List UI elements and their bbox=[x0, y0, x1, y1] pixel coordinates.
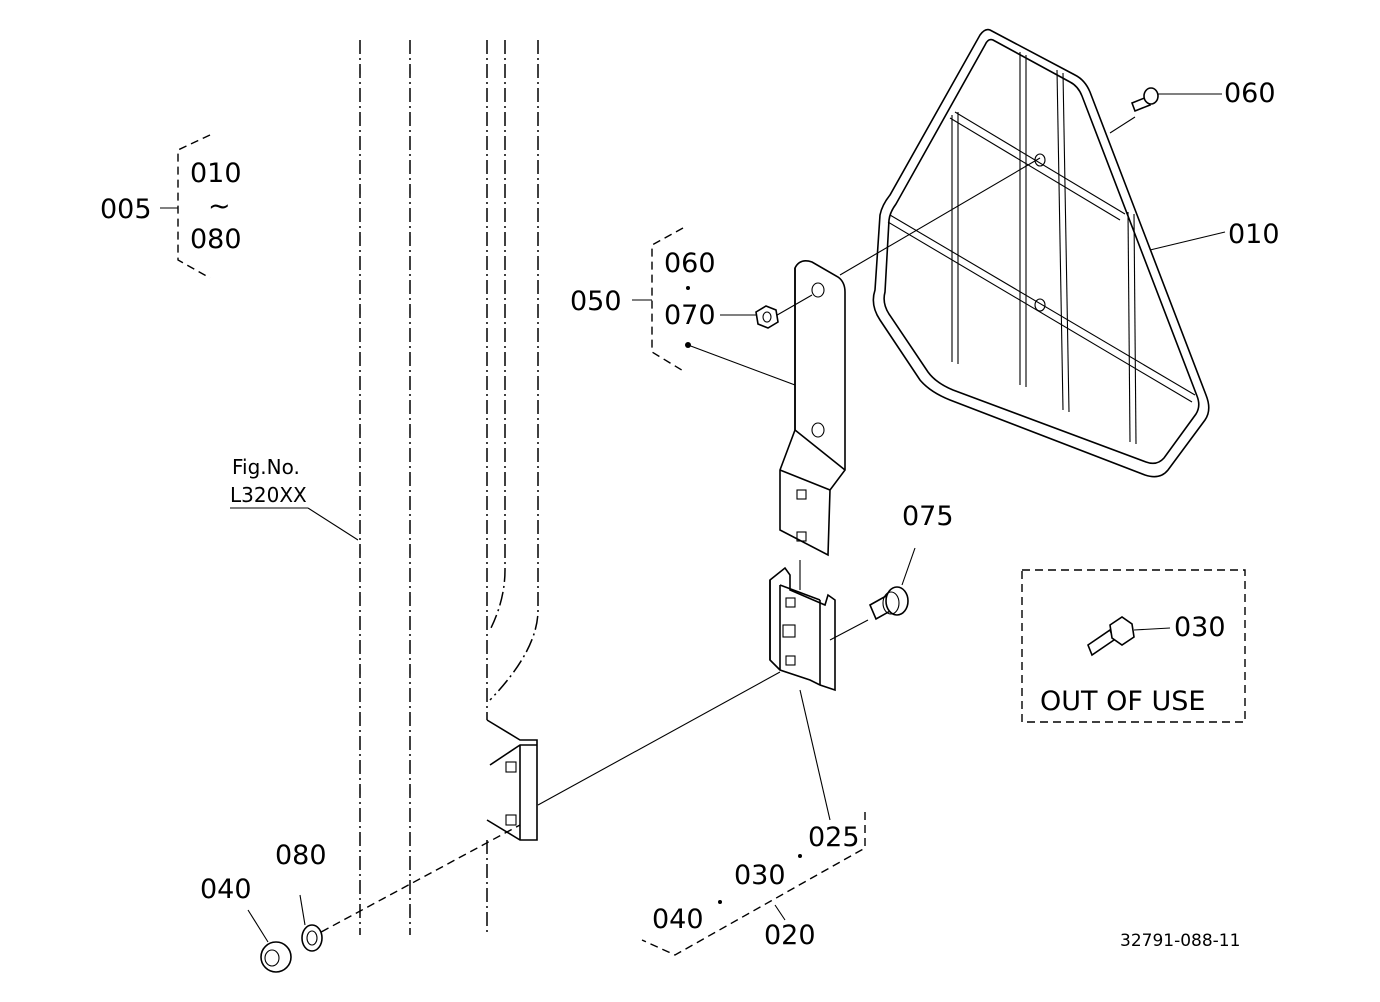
group-brackets bbox=[160, 134, 866, 956]
figure-ref-label: Fig.No. bbox=[232, 455, 300, 479]
labels: 005 010 ~ 080 050 060 070 060 010 075 03… bbox=[100, 78, 1280, 951]
group-005-from: 010 bbox=[190, 158, 242, 189]
reflector-stay bbox=[771, 157, 1041, 557]
bolt-075 bbox=[829, 547, 916, 641]
group-020-c: 025 bbox=[808, 822, 860, 853]
screw-060 bbox=[1109, 87, 1222, 134]
leader-lines bbox=[230, 231, 1226, 939]
holder-bracket-025 bbox=[769, 560, 836, 692]
figure-ref-code: L320XX bbox=[230, 483, 307, 507]
out-of-use-box bbox=[1021, 569, 1246, 723]
callout-080: 080 bbox=[275, 840, 327, 871]
nut-040 bbox=[247, 909, 292, 973]
group-050-number: 050 bbox=[570, 286, 622, 317]
group-005-number: 005 bbox=[100, 194, 152, 225]
callout-060: 060 bbox=[1224, 78, 1276, 109]
frame-lines bbox=[359, 40, 539, 935]
group-005-to: 080 bbox=[190, 224, 242, 255]
nut-070 bbox=[720, 305, 779, 329]
drawing-number: 32791-088-11 bbox=[1120, 931, 1240, 951]
group-050-first: 060 bbox=[664, 248, 716, 279]
callout-040: 040 bbox=[200, 874, 252, 905]
callout-075: 075 bbox=[902, 501, 954, 532]
callout-030: 030 bbox=[1174, 612, 1226, 643]
group-020-b: 030 bbox=[734, 860, 786, 891]
out-of-use-label: OUT OF USE bbox=[1040, 686, 1205, 717]
reflector-panel bbox=[872, 28, 1210, 478]
callout-010: 010 bbox=[1228, 219, 1280, 250]
spring-washer-080 bbox=[299, 894, 323, 952]
frame-bracket bbox=[486, 719, 538, 841]
group-050-second: 070 bbox=[664, 300, 716, 331]
group-020-number: 020 bbox=[764, 920, 816, 951]
group-020-a: 040 bbox=[652, 904, 704, 935]
group-005-tilde: ~ bbox=[208, 191, 231, 222]
